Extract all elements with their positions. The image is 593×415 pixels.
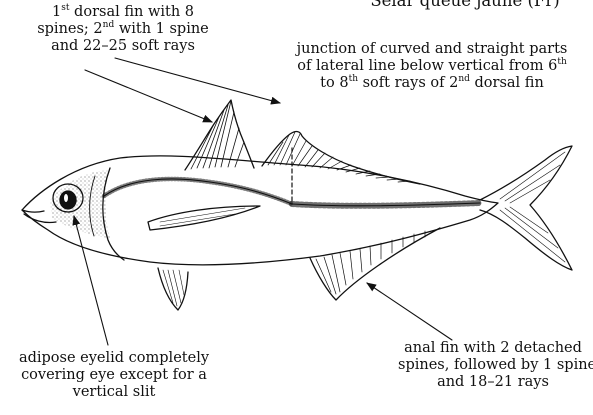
second-dorsal-fin-rays	[268, 132, 410, 182]
lower-jaw	[24, 214, 56, 223]
pointer-dorsal-2	[115, 58, 280, 103]
first-dorsal-fin	[185, 100, 254, 170]
pointer-anal	[367, 283, 452, 340]
eye	[60, 191, 76, 209]
caudal-fin	[480, 146, 572, 270]
second-dorsal-fin	[262, 132, 420, 184]
pectoral-fin	[148, 206, 260, 230]
eye-slit	[64, 194, 68, 202]
pointer-dorsal-1	[85, 70, 212, 122]
mouth	[22, 210, 44, 212]
